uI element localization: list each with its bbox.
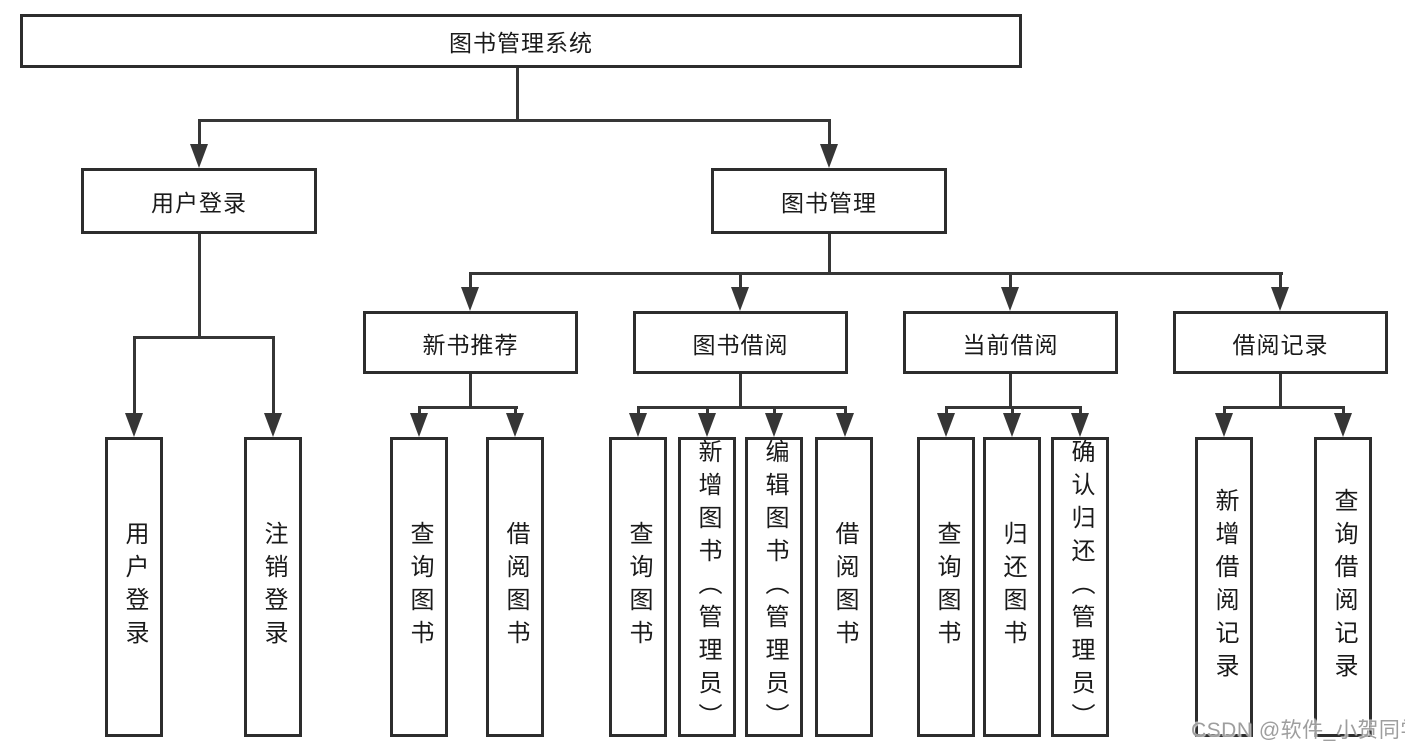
arrow-down-icon [731, 287, 749, 311]
node-book-borrow: 图书借阅 [633, 311, 848, 374]
connector-stem [1342, 406, 1345, 415]
connector-stem [272, 336, 275, 414]
leaf-label: 确认归还（管理员） [1067, 438, 1094, 736]
leaf-add-borrow-record: 新增借阅记录 [1195, 437, 1253, 737]
connector-root-stem [516, 68, 519, 122]
node-label: 借阅记录 [1232, 331, 1329, 358]
arrow-down-icon [190, 144, 208, 168]
arrow-down-icon [264, 413, 282, 437]
connector-stem [1223, 406, 1226, 415]
leaf-label: 查询图书 [406, 521, 433, 653]
node-label: 图书管理 [781, 190, 877, 216]
node-label: 用户登录 [151, 190, 247, 216]
connector-stem [469, 272, 472, 289]
node-new-book-recommend: 新书推荐 [363, 311, 578, 374]
leaf-label: 新增图书（管理员） [694, 438, 721, 736]
connector-recommend-stem [469, 374, 472, 408]
arrow-down-icon [836, 413, 854, 437]
connector-borrow-rail [637, 406, 847, 409]
connector-login-rail [133, 336, 275, 339]
arrow-down-icon [698, 413, 716, 437]
arrow-down-icon [629, 413, 647, 437]
leaf-label: 借阅图书 [831, 521, 858, 653]
arrow-down-icon [1215, 413, 1233, 437]
node-current-borrow: 当前借阅 [903, 311, 1118, 374]
connector-records-rail [1223, 406, 1345, 409]
connector-stem [133, 336, 136, 414]
connector-stem [739, 272, 742, 289]
arrow-down-icon [410, 413, 428, 437]
leaf-query-borrow-record: 查询借阅记录 [1314, 437, 1372, 737]
leaf-label: 新增借阅记录 [1211, 488, 1238, 686]
arrow-down-icon [506, 413, 524, 437]
connector-stem [706, 406, 709, 415]
leaf-label: 查询借阅记录 [1330, 488, 1357, 686]
arrow-down-icon [820, 144, 838, 168]
connector-stem [844, 406, 847, 415]
connector-current-stem [1009, 374, 1012, 408]
node-book-management: 图书管理 [711, 168, 947, 234]
leaf-label: 注销登录 [260, 521, 287, 653]
arrow-down-icon [1271, 287, 1289, 311]
leaf-add-books-admin: 新增图书（管理员） [678, 437, 736, 737]
leaf-query-books-borrow: 查询图书 [609, 437, 667, 737]
connector-login-stem [198, 234, 201, 338]
connector-stem [828, 119, 831, 145]
node-borrow-records: 借阅记录 [1173, 311, 1388, 374]
arrow-down-icon [1003, 413, 1021, 437]
connector-stem [514, 406, 517, 415]
arrow-down-icon [1001, 287, 1019, 311]
connector-stem [1079, 406, 1082, 415]
connector-root-rail [198, 119, 831, 122]
node-user-login: 用户登录 [81, 168, 317, 234]
leaf-label: 归还图书 [999, 521, 1026, 653]
arrow-down-icon [1334, 413, 1352, 437]
leaf-edit-books-admin: 编辑图书（管理员） [745, 437, 803, 737]
connector-stem [198, 119, 201, 145]
node-label: 当前借阅 [962, 331, 1059, 358]
leaf-label: 编辑图书（管理员） [761, 438, 788, 736]
connector-records-stem [1279, 374, 1282, 408]
arrow-down-icon [125, 413, 143, 437]
connector-stem [1009, 272, 1012, 289]
leaf-label: 用户登录 [121, 521, 148, 653]
arrow-down-icon [461, 287, 479, 311]
csdn-watermark: CSDN @软件_小贺同学 [1191, 719, 1405, 742]
leaf-query-books-recommend: 查询图书 [390, 437, 448, 737]
connector-stem [1011, 406, 1014, 415]
node-label: 图书管理系统 [449, 30, 593, 56]
connector-borrow-stem [739, 374, 742, 408]
leaf-user-login: 用户登录 [105, 437, 163, 737]
leaf-return-books: 归还图书 [983, 437, 1041, 737]
arrow-down-icon [765, 413, 783, 437]
connector-mgmt-stem [828, 234, 831, 275]
node-label: 新书推荐 [422, 331, 519, 358]
connector-stem [637, 406, 640, 415]
leaf-query-books-current: 查询图书 [917, 437, 975, 737]
node-library-system-root: 图书管理系统 [20, 14, 1022, 68]
connector-stem [1279, 272, 1282, 289]
leaf-borrow-books: 借阅图书 [815, 437, 873, 737]
connector-stem [773, 406, 776, 415]
leaf-label: 借阅图书 [502, 521, 529, 653]
node-label: 图书借阅 [692, 331, 789, 358]
connector-stem [418, 406, 421, 415]
leaf-label: 查询图书 [625, 521, 652, 653]
leaf-label: 查询图书 [933, 521, 960, 653]
connector-recommend-rail [418, 406, 518, 409]
connector-stem [945, 406, 948, 415]
arrow-down-icon [937, 413, 955, 437]
arrow-down-icon [1071, 413, 1089, 437]
leaf-confirm-return-admin: 确认归还（管理员） [1051, 437, 1109, 737]
connector-mgmt-rail [469, 272, 1283, 275]
leaf-borrow-books-recommend: 借阅图书 [486, 437, 544, 737]
leaf-logout: 注销登录 [244, 437, 302, 737]
